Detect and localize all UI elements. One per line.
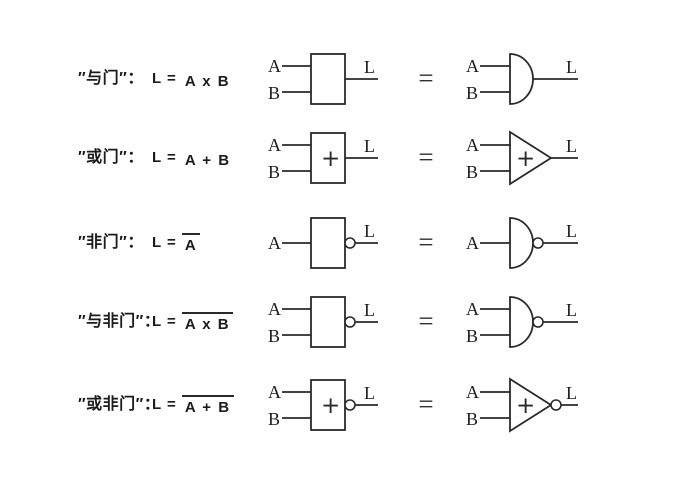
input-b-label: B: [466, 326, 478, 346]
gate-box: [310, 296, 346, 348]
plus-icon: +: [321, 146, 340, 172]
input-b-label: B: [268, 83, 280, 103]
formula-lhs: L =: [152, 70, 177, 87]
formula-expr: A + B: [184, 151, 231, 169]
inversion-bubble-icon: [532, 316, 544, 328]
triangle-gate-body: [509, 377, 553, 433]
input-a-label: A: [268, 382, 281, 402]
input-b-label: B: [268, 326, 280, 346]
gate-name-not: ″非门″：: [78, 234, 144, 251]
formula-or: L = A + B: [152, 123, 234, 193]
formula-expr-overlined: A x B: [181, 311, 234, 333]
output-label: L: [566, 300, 577, 320]
input-b-label: B: [466, 83, 478, 103]
nor-gate-ansi-symbol: A B + L: [466, 377, 578, 433]
formula-lhs: L =: [152, 396, 177, 413]
input-a-label: A: [466, 382, 479, 402]
input-a-label: A: [466, 135, 479, 155]
formula-expr-overlined: A + B: [181, 394, 234, 416]
formula-expr: A x B: [184, 72, 231, 90]
gate-name-nor: ″或非门″：: [78, 396, 161, 413]
input-a-label: A: [466, 56, 479, 76]
input-a-label: A: [268, 135, 281, 155]
gate-box: [310, 53, 346, 105]
output-label: L: [566, 221, 577, 241]
input-a-label: A: [268, 56, 281, 76]
input-a-label: A: [268, 233, 281, 253]
output-label: L: [566, 136, 577, 156]
input-b-label: B: [466, 409, 478, 429]
d-shape-gate-body: [509, 217, 534, 269]
formula-nand: L =A x B: [152, 287, 234, 357]
gate-row-and: ″与门″： L = A x B A B L = A B L: [0, 44, 690, 114]
inversion-bubble-icon: [344, 316, 356, 328]
gate-name-nand: ″与非门″：: [78, 313, 161, 330]
gate-row-nor: ″或非门″： L =A + B A B + L = A B + L: [0, 370, 690, 440]
gate-name-and: ″与门″：: [78, 70, 144, 87]
not-gate-ansi-symbol: A L: [466, 217, 578, 269]
triangle-gate-body: [509, 130, 553, 186]
output-label: L: [364, 136, 375, 156]
output-label: L: [364, 57, 375, 77]
output-label: L: [364, 383, 375, 403]
inversion-bubble-icon: [532, 237, 544, 249]
gate-name-or: ″或门″：: [78, 149, 144, 166]
inversion-bubble-icon: [344, 399, 356, 411]
not-gate-iec-symbol: A L: [268, 217, 378, 269]
output-label: L: [566, 57, 577, 77]
gate-box: [310, 217, 346, 269]
input-a-label: A: [466, 299, 479, 319]
d-shape-gate-body: [509, 53, 534, 105]
output-label: L: [364, 300, 375, 320]
output-label: L: [364, 221, 375, 241]
gate-row-nand: ″与非门″： L =A x B A B L = A B L: [0, 287, 690, 357]
inversion-bubble-icon: [344, 237, 356, 249]
gate-row-or: ″或门″： L = A + B A B + L = A B + L: [0, 123, 690, 193]
nand-gate-iec-symbol: A B L: [268, 296, 378, 348]
and-gate-iec-symbol: A B L: [268, 53, 378, 105]
nand-gate-ansi-symbol: A B L: [466, 296, 578, 348]
plus-icon: +: [321, 393, 340, 419]
input-b-label: B: [268, 409, 280, 429]
or-gate-iec-symbol: A B + L: [268, 132, 378, 184]
equals-sign: =: [418, 63, 434, 93]
input-b-label: B: [268, 162, 280, 182]
equals-sign: =: [418, 306, 434, 336]
nor-gate-iec-symbol: A B + L: [268, 379, 378, 431]
and-gate-ansi-symbol: A B L: [466, 53, 578, 105]
formula-and: L = A x B: [152, 44, 233, 114]
plus-icon: +: [516, 146, 535, 172]
equals-sign: =: [418, 227, 434, 257]
inversion-bubble-icon: [550, 399, 562, 411]
plus-icon: +: [516, 393, 535, 419]
input-b-label: B: [466, 162, 478, 182]
formula-not: L =A: [152, 208, 201, 278]
gate-row-not: ″非门″： L =A A L = A L: [0, 208, 690, 278]
formula-lhs: L =: [152, 149, 177, 166]
formula-lhs: L =: [152, 234, 177, 251]
equals-sign: =: [418, 142, 434, 172]
d-shape-gate-body: [509, 296, 534, 348]
output-label: L: [566, 383, 577, 403]
formula-lhs: L =: [152, 313, 177, 330]
equals-sign: =: [418, 389, 434, 419]
formula-expr-overlined: A: [181, 232, 201, 254]
formula-nor: L =A + B: [152, 370, 234, 440]
input-a-label: A: [268, 299, 281, 319]
input-a-label: A: [466, 233, 479, 253]
or-gate-ansi-symbol: A B + L: [466, 130, 578, 186]
